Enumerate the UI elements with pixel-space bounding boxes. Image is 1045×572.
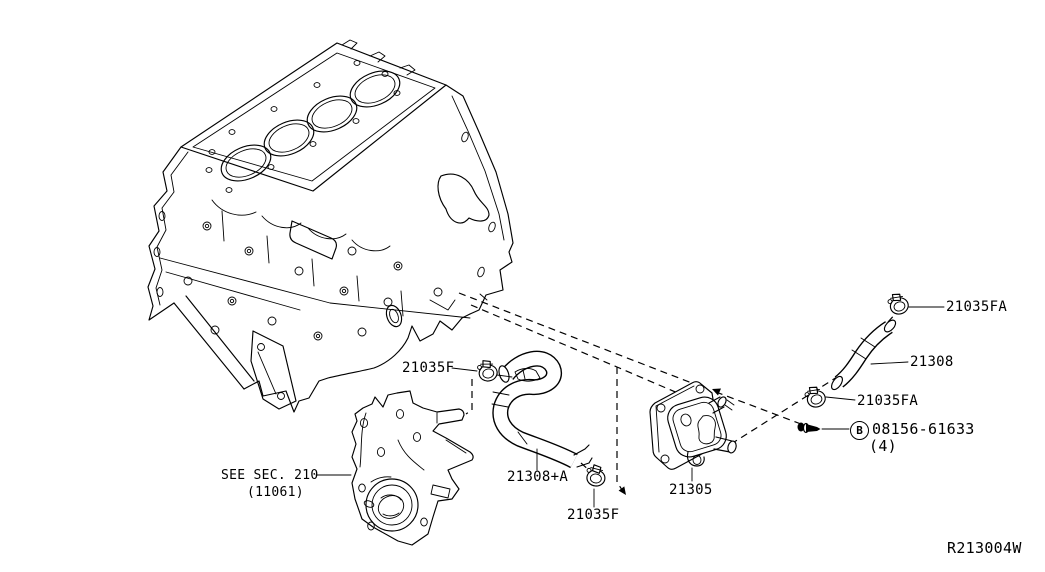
callout-21035fa-lower[interactable]: 21035FA [857, 393, 919, 409]
deck-bolt-holes [205, 60, 401, 193]
arrowheads [618, 388, 721, 495]
callout-21035fa-upper[interactable]: 21035FA [946, 299, 1008, 315]
hose-clamp-21035f-upper [475, 358, 500, 384]
hose-clamp-21035fa-lower [802, 383, 828, 411]
callout-see-sec-ref: (11061) [247, 485, 304, 500]
callout-21308[interactable]: 21308 [910, 354, 954, 370]
engine-block-drawing [147, 39, 514, 413]
drawing-ref-code: R213004W [947, 539, 1022, 557]
callout-21308a[interactable]: 21308+A [507, 469, 569, 485]
water-pump-opening [365, 476, 419, 532]
bolt-key-circle[interactable]: B [850, 421, 869, 440]
callout-bolt-qty: (4) [869, 437, 897, 455]
water-hose-21308-drawing [831, 319, 897, 391]
cover-bolt-holes [358, 409, 428, 531]
leader-lines [315, 306, 945, 508]
cylinder-bores [220, 70, 401, 182]
front-face-bosses [183, 221, 443, 341]
callout-21035f-lower[interactable]: 21035F [567, 507, 620, 523]
front-cover-drawing [351, 390, 474, 546]
water-hose-21308a-drawing [491, 350, 593, 469]
oil-cooler-drawing [649, 381, 737, 470]
callout-21305[interactable]: 21305 [669, 482, 713, 498]
mounting-bolt-drawing [797, 422, 821, 434]
callout-bolt-part[interactable]: 08156-61633 [872, 420, 975, 438]
hose-clamp-21035fa-upper [885, 290, 911, 318]
callout-see-sec-210[interactable]: SEE SEC. 210 [221, 468, 319, 483]
callout-21035f-upper[interactable]: 21035F [402, 360, 455, 376]
hose-clamp-21035f-lower [585, 463, 607, 488]
